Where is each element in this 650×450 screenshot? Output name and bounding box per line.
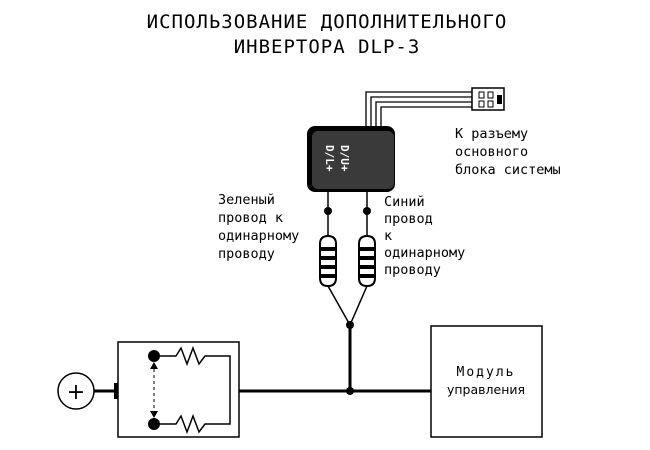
module-label-line1: Модуль [457, 365, 516, 380]
blue-wire [349, 190, 371, 326]
diagram-title-line2: ИНВЕРТОРА DLP-3 [234, 36, 421, 58]
green-wire-note-line3: одинарному [218, 228, 299, 244]
diagram-title-line1: ИСПОЛЬЗОВАНИЕ ДОПОЛНИТЕЛЬНОГО [147, 11, 508, 33]
power-source: + [57, 372, 95, 410]
green-wire-note-line1: Зеленый [218, 192, 275, 208]
device-label-du: D/U+ [338, 145, 351, 172]
blue-wire-note-line2: провод [384, 211, 433, 227]
power-plus-symbol: + [67, 380, 85, 405]
blue-wire-note-line1: Синий [384, 194, 425, 210]
switch-assembly [117, 341, 240, 438]
ribbon-cable [365, 91, 472, 130]
green-wire-note-line2: провод к [218, 210, 283, 226]
device-label-dl: D/L+ [323, 145, 336, 172]
green-wire-note-line4: проводу [218, 246, 275, 262]
module-label-line2: управления [447, 382, 525, 397]
blue-wire-resistor [358, 234, 376, 288]
inverter-device: D/U+ D/L+ [307, 126, 395, 192]
green-wire [324, 190, 351, 326]
connector-note-line3: блока системы [455, 162, 561, 178]
connector-plug [471, 87, 505, 111]
blue-wire-note-line4: одинарному [384, 245, 465, 261]
blue-wire-note-line3: к [384, 228, 392, 244]
blue-wire-note-line5: проводу [384, 262, 441, 278]
fuse-marker [114, 383, 120, 399]
green-wire-resistor [319, 234, 337, 288]
control-module: Модуль управления [430, 325, 543, 438]
connector-note-line2: основного [455, 144, 528, 160]
connector-note-line1: К разъему [455, 126, 528, 142]
